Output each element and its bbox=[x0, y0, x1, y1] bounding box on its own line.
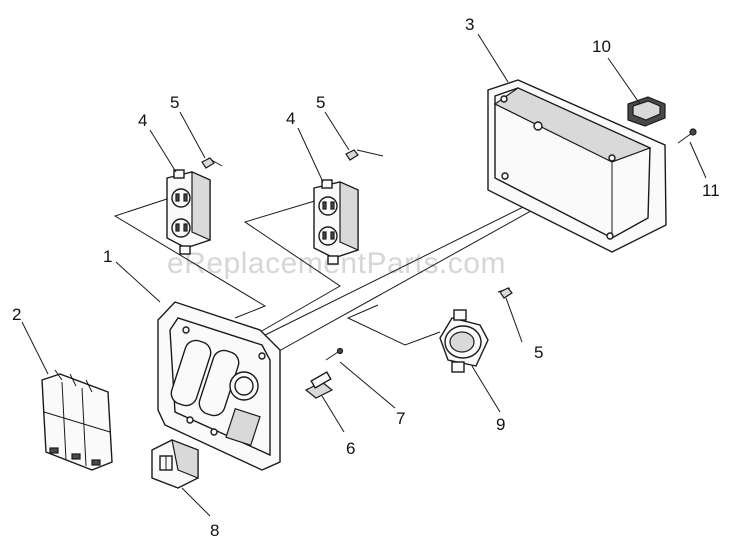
callout-2: 2 bbox=[12, 305, 21, 324]
callout-4-right: 4 bbox=[286, 109, 295, 128]
part-9-twistlock bbox=[439, 309, 489, 373]
callout-1: 1 bbox=[103, 247, 112, 266]
part-6-connector bbox=[304, 371, 334, 399]
callout-labels: 1 2 3 4 5 4 5 5 6 7 8 9 10 11 bbox=[12, 15, 720, 540]
part-3-outlet-box bbox=[487, 79, 667, 253]
part-5-nut-b bbox=[345, 149, 359, 161]
leader-lines bbox=[21, 33, 707, 517]
part-5-nut-c bbox=[499, 287, 513, 299]
callout-5-right: 5 bbox=[316, 93, 325, 112]
callout-5-left: 5 bbox=[170, 93, 179, 112]
callout-7: 7 bbox=[396, 409, 405, 428]
callout-6: 6 bbox=[346, 439, 355, 458]
callout-5-lower: 5 bbox=[534, 343, 543, 362]
part-4-receptacle-left bbox=[166, 169, 211, 255]
part-10-switch bbox=[627, 96, 666, 127]
part-1-panel bbox=[157, 301, 281, 471]
part-7-screw bbox=[325, 347, 344, 361]
callout-3: 3 bbox=[465, 15, 474, 34]
part-5-nut-a bbox=[201, 157, 215, 169]
part-8-switch-block bbox=[151, 439, 199, 489]
part-2-breakers bbox=[41, 369, 113, 471]
callout-11: 11 bbox=[702, 181, 720, 200]
callout-8: 8 bbox=[210, 521, 219, 540]
callout-4-left: 4 bbox=[138, 111, 147, 130]
callout-10: 10 bbox=[592, 37, 611, 56]
part-11-screw bbox=[677, 128, 697, 144]
part-4-receptacle-right bbox=[313, 179, 359, 265]
callout-9: 9 bbox=[496, 415, 505, 434]
